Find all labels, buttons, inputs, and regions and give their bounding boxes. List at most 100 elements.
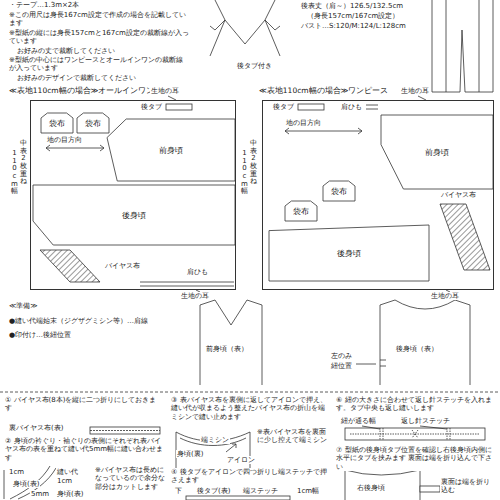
piece-name: 袋布 — [84, 119, 102, 128]
pattern-piece: 前身頃 — [107, 119, 235, 181]
tab-piece — [298, 104, 324, 110]
piece-name: 前身頃 — [158, 146, 184, 155]
note-label: バイヤス布 — [104, 262, 141, 270]
note-label: 下 — [174, 487, 183, 495]
note-label: お好みの丈で裁断してください — [16, 47, 116, 55]
note-label: 地の目方向 — [285, 119, 322, 127]
piece-shape — [33, 185, 235, 245]
note-label: 後表丈（肩～）126.5/132.5cm — [300, 2, 404, 10]
back-bodice — [380, 300, 470, 385]
piece-name: 前身頃 — [424, 148, 450, 157]
note-label: バスト…S:120/M:124/L:128cm — [300, 22, 407, 30]
note-label: 肩ひも — [340, 103, 363, 111]
note-label: ≪準備≫ — [8, 302, 39, 310]
bias-strip — [440, 204, 490, 270]
note-label: 生地の耳 — [180, 292, 210, 300]
note-label: バイヤス布 — [440, 191, 477, 199]
piece-name: 袋布 — [48, 119, 66, 128]
fold-line — [90, 430, 160, 431]
piece-shape — [107, 119, 235, 181]
layout-title: ≪表地110cm幅の場合≫ワンピース — [259, 86, 388, 96]
instruction-text: ① バイヤス布(8本)を縦に二つ折りにしておきます — [4, 396, 164, 413]
instruction-text: ⑦ 型紙の後身頃タブ位置を確認し右後身頃内側に水平にタブを挟みます 裏面は端を折… — [335, 446, 497, 471]
piece-name: 袋布 — [330, 187, 348, 196]
note-label: 後タブ — [140, 103, 163, 111]
note-label: 縫い代 — [56, 468, 79, 476]
note-label: 身頃(表) — [12, 480, 40, 488]
pattern-piece: 袋布 — [323, 181, 355, 201]
note-label: ●印付け…後紐位置 — [8, 331, 72, 339]
note-label: 1cm — [56, 477, 73, 485]
instruction-text: ※この用尺は身長167cm設定で作成の場合を記載しています — [8, 11, 190, 28]
note-label: 身頃(表) — [56, 490, 84, 498]
right-back-bodice — [345, 470, 420, 500]
piece-name: 袋布 — [292, 207, 310, 216]
note-label: 左のみ — [330, 352, 353, 360]
note-label: 後タブ付き — [236, 62, 273, 70]
note-label: 生地の耳 — [400, 87, 430, 95]
note-label: 5mm — [30, 490, 50, 498]
note-label: 1cm幅 — [296, 487, 320, 495]
pattern-piece: 袋布 — [41, 113, 73, 133]
note-label: 地の目方向 — [46, 136, 83, 144]
piece-shape — [285, 201, 317, 221]
bodice-curve — [4, 466, 56, 499]
vertical-label: 110cm幅 — [241, 150, 248, 196]
piece-shape — [381, 115, 493, 189]
front-bodice — [200, 300, 262, 385]
piece-name: 後身頃 — [121, 211, 147, 220]
piece-shape — [41, 113, 73, 133]
note-label: 1cm — [8, 468, 25, 476]
note-label: 端ステッチ — [242, 487, 279, 495]
note-label: 身頃(裏) — [176, 450, 204, 458]
piece-shape — [77, 113, 109, 133]
instruction-text: ※表バイヤス布を裏面に少し控えて端ミシン — [256, 428, 330, 445]
instruction-text: ⑥ 紐の大きさに合わせて返し針ステッチを入れます。タブ中央も返し縫いします — [335, 396, 497, 413]
note-label: 後タブ — [272, 103, 295, 111]
note-label: 肩ひも — [186, 268, 209, 276]
pattern-piece: 後身頃 — [33, 185, 235, 245]
instruction-text: ※バイヤス布は長めになっているので余分な部分はカットします — [94, 466, 166, 491]
note-label: 紐位置 — [330, 362, 353, 370]
tab-in-bodice — [420, 486, 440, 492]
note-label: 紐が通る幅 — [340, 417, 377, 425]
pattern-piece: 後身頃 — [269, 225, 429, 281]
note-label: ・テープ…1.3m×2本 — [8, 1, 80, 9]
pattern-piece: 袋布 — [285, 201, 317, 221]
tab-piece — [166, 104, 192, 110]
instruction-text: ② 身頃の衿ぐり・袖ぐりの表側にそれぞれ表バイヤス布の表を重ねて縫い代5mm幅に… — [4, 437, 166, 462]
note-label: 右後身頃 — [356, 484, 386, 492]
tab-strip — [186, 496, 290, 500]
vertical-label: 中表2枚重ね — [20, 140, 27, 186]
note-label: 前身頃（表） — [205, 345, 249, 353]
note-label: 生地の耳 — [430, 292, 460, 300]
layout-title: ≪表地110cm幅の場合≫オールインワン — [9, 86, 154, 96]
note-label: 裏バイヤス布(表) — [8, 424, 64, 432]
pattern-piece: 袋布 — [77, 113, 109, 133]
piece-shape — [269, 225, 429, 281]
instruction-text: ④ 後タブをアイロンで四つ折りし端ステッチで押さえます — [170, 468, 330, 485]
vertical-label: 110cm幅 — [11, 150, 18, 196]
tie-leader — [356, 360, 386, 366]
note-label: 後身頃（表） — [395, 345, 439, 353]
pattern-piece: 前身頃 — [381, 115, 493, 189]
dress-sketch — [210, 0, 280, 56]
bias-strip — [40, 250, 100, 282]
note-label: （身長157cm/167cm設定） — [306, 12, 400, 20]
iron-arrow — [226, 444, 236, 452]
stitch-leader — [362, 426, 447, 429]
bias-fold — [90, 427, 160, 434]
note-label: 端ミシン — [200, 436, 230, 444]
note-label: 生地の耳 — [150, 87, 180, 95]
instruction-text: ※型紙の縦には身長157cmと167cm設定の裁断線が入っています — [8, 29, 190, 46]
instruction-text: ③ 表バイヤス布を裏側に返してアイロンで押え、縫い代が収まるよう整えたバイヤス布… — [170, 396, 330, 421]
note-label: お好みのデザインで裁断してください — [16, 74, 137, 82]
piece-name: 後身頃 — [336, 249, 362, 258]
vertical-label: 中表2枚重ね — [250, 140, 257, 186]
tab-drawing — [345, 428, 485, 440]
note-label: ●縫い代端始末（ジグザグミシン等）…肩線 — [8, 317, 149, 325]
note-label: 返し針ステッチ — [400, 417, 451, 425]
pants-sketch — [432, 0, 493, 92]
divider — [0, 392, 500, 393]
note-label: 後タブ(表) — [196, 487, 231, 495]
